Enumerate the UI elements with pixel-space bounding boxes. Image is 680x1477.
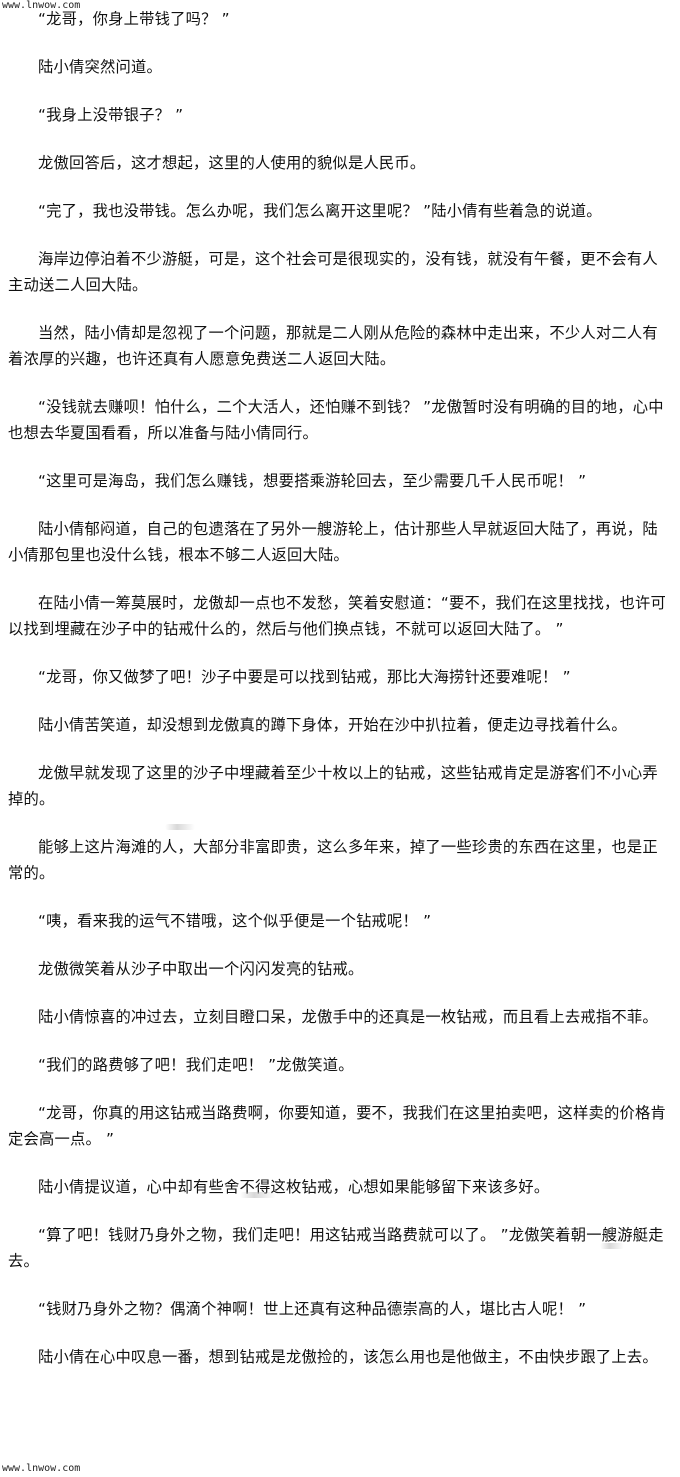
paragraph: 陆小倩郁闷道，自己的包遗落在了另外一艘游轮上，估计那些人早就返回大陆了，再说，陆… — [8, 520, 658, 564]
paragraph: 能够上这片海滩的人，大部分非富即贵，这么多年来，掉了一些珍贵的东西在这里，也是正… — [8, 838, 658, 882]
paragraph: “龙哥，你真的用这钻戒当路费啊，你要知道，要不，我我们在这里拍卖吧，这样卖的价格… — [8, 1104, 667, 1148]
watermark-bottom: www.lnwow.com — [2, 1463, 81, 1474]
scan-smudge — [240, 1192, 276, 1198]
paragraph: 龙傲微笑着从沙子中取出一个闪闪发亮的钻戒。 — [38, 960, 364, 978]
paragraph: “我身上没带银子？ ” — [38, 106, 184, 124]
paragraph: 陆小倩在心中叹息一番，想到钻戒是龙傲捡的，该怎么用也是他做主，不由快步跟了上去。 — [38, 1348, 658, 1366]
paragraph: “龙哥，你身上带钱了吗？ ” — [38, 10, 230, 28]
story-content: “龙哥，你身上带钱了吗？ ” 陆小倩突然问道。 “我身上没带银子？ ” 龙傲回答… — [8, 6, 672, 1370]
paragraph: “算了吧！钱财乃身外之物，我们走吧！用这钻戒当路费就可以了。 ”龙傲笑着朝一艘游… — [8, 1226, 664, 1270]
watermark-top: www.lnwow.com — [2, 0, 81, 11]
paragraph: 龙傲早就发现了这里的沙子中埋藏着至少十枚以上的钻戒，这些钻戒肯定是游客们不小心弄… — [8, 764, 658, 808]
paragraph: 陆小倩惊喜的冲过去，立刻目瞪口呆，龙傲手中的还真是一枚钻戒，而且看上去戒指不菲。 — [38, 1008, 658, 1026]
paragraph: “完了，我也没带钱。怎么办呢，我们怎么离开这里呢？ ”陆小倩有些着急的说道。 — [38, 202, 602, 220]
paragraph: “钱财乃身外之物？偶滴个神啊！世上还真有这种品德崇高的人，堪比古人呢！ ” — [38, 1300, 587, 1318]
paragraph: 在陆小倩一筹莫展时，龙傲却一点也不发愁，笑着安慰道：“要不，我们在这里找找，也许… — [8, 594, 667, 638]
paragraph: 陆小倩提议道，心中却有些舍不得这枚钻戒，心想如果能够留下来该多好。 — [38, 1178, 550, 1196]
paragraph: “龙哥，你又做梦了吧！沙子中要是可以找到钻戒，那比大海捞针还要难呢！ ” — [38, 668, 571, 686]
paragraph: “这里可是海岛，我们怎么赚钱，想要搭乘游轮回去，至少需要几千人民币呢！ ” — [38, 472, 587, 490]
paragraph: 海岸边停泊着不少游艇，可是，这个社会可是很现实的，没有钱，就没有午餐，更不会有人… — [8, 250, 658, 294]
paragraph: 龙傲回答后，这才想起，这里的人使用的貌似是人民币。 — [38, 154, 426, 172]
paragraph: 当然，陆小倩却是忽视了一个问题，那就是二人刚从危险的森林中走出来，不少人对二人有… — [8, 324, 658, 368]
paragraph: “没钱就去赚呗！怕什么，二个大活人，还怕赚不到钱？ ”龙傲暂时没有明确的目的地，… — [8, 398, 664, 442]
paragraph: 陆小倩突然问道。 — [38, 58, 162, 76]
paragraph: “我们的路费够了吧！我们走吧！ ”龙傲笑道。 — [38, 1056, 354, 1074]
scan-smudge — [165, 824, 195, 830]
scan-smudge — [600, 1243, 624, 1249]
paragraph: 陆小倩苦笑道，却没想到龙傲真的蹲下身体，开始在沙中扒拉着，便走边寻找着什么。 — [38, 716, 627, 734]
paragraph: “咦，看来我的运气不错哦，这个似乎便是一个钻戒呢！ ” — [38, 912, 432, 930]
